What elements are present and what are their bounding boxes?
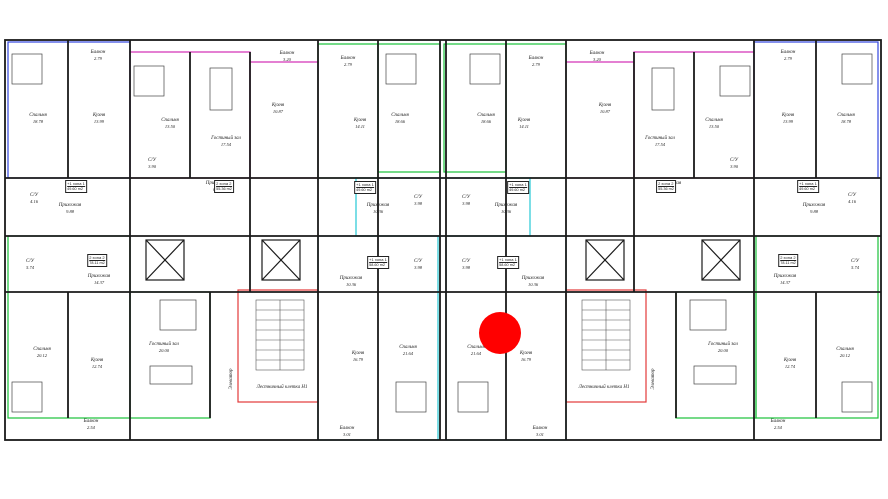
stairwell-label: Лестничный клетка Н1	[256, 385, 308, 390]
elevator-3	[585, 239, 625, 281]
elevator-label: Элеватор	[651, 368, 656, 390]
unit-outline-1	[7, 41, 131, 179]
elevator-2	[261, 239, 301, 281]
elevator-4	[701, 239, 741, 281]
elevator-label: Элеватор	[229, 368, 234, 390]
unit-outline-12	[129, 291, 211, 419]
unit-outline-5	[377, 43, 441, 173]
selected-unit-marker[interactable]	[479, 312, 521, 354]
elevator-1	[145, 239, 185, 281]
unit-outline-15	[675, 291, 757, 419]
unit-outline-16	[755, 235, 879, 419]
unit-outline-8	[565, 61, 635, 179]
building-outline	[4, 39, 882, 441]
unit-outline-6	[443, 43, 507, 173]
stairwell-label: Лестничный клетка Н1	[578, 385, 630, 390]
unit-outline-3	[249, 61, 319, 179]
